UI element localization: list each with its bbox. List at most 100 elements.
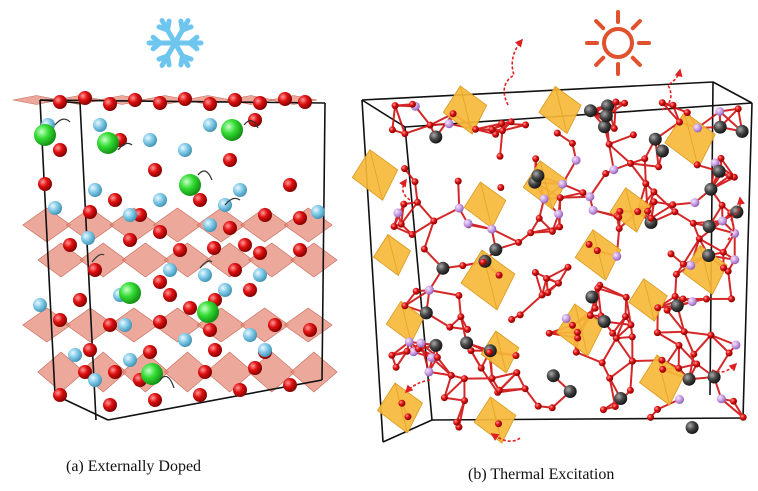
oxygen-atom (650, 198, 658, 206)
oxygen-atom (283, 178, 297, 192)
migration-arrow (199, 260, 213, 269)
cation-atom (178, 333, 192, 347)
lilac-atom (487, 224, 497, 234)
oxygen-atom (38, 177, 52, 191)
dark-atom (655, 144, 669, 158)
oxygen-atom (612, 98, 620, 106)
polyhedron-edge (479, 181, 493, 229)
oxygen-atom (293, 211, 307, 225)
oxygen-atom (414, 198, 421, 206)
oxygen-atom (693, 161, 701, 169)
dopant-atom (34, 124, 56, 146)
escape-arrow (503, 38, 524, 106)
oxygen-atom (426, 121, 434, 129)
lilac-atom (539, 194, 549, 204)
polyhedron (609, 187, 651, 233)
dark-atom (429, 338, 443, 352)
lilac-atom (730, 228, 740, 238)
oxygen-atom (675, 341, 683, 349)
escape-arrow (490, 433, 521, 442)
oxygen-atom (408, 231, 416, 238)
dark-atom (419, 306, 433, 320)
oxygen-atom (535, 214, 543, 222)
oxygen-atom (390, 223, 398, 230)
oxygen-atom (495, 386, 503, 394)
dark-atom (531, 169, 545, 183)
oxygen-atom (538, 291, 546, 299)
oxygen-atom (103, 398, 117, 412)
oxygen-atom (467, 347, 475, 355)
lilac-atom (716, 394, 726, 404)
dark-atom (713, 120, 727, 134)
oxygen-atom (522, 121, 530, 129)
oxygen-atom (198, 365, 212, 379)
oxygen-atom (516, 311, 524, 319)
migration-arrow (197, 170, 213, 181)
oxygen-atom (593, 247, 601, 255)
oxygen-atom (564, 263, 572, 271)
dark-atom (601, 99, 615, 113)
migration-arrow (159, 375, 175, 389)
doped-lattice-atoms (33, 91, 325, 412)
panel-a-externally-doped (12, 18, 338, 421)
oxygen-atom (173, 243, 187, 257)
oxygen-atom (671, 208, 679, 216)
oxygen-atom (453, 418, 461, 426)
cation-atom (93, 118, 107, 132)
oxygen-atom (178, 92, 192, 106)
oxygen-atom (555, 279, 562, 287)
cation-atom (258, 343, 272, 357)
oxygen-atom (594, 284, 602, 292)
oxygen-atom (532, 155, 540, 163)
lilac-atom (404, 337, 414, 347)
dark-atom (429, 130, 443, 144)
oxygen-atom (612, 334, 620, 342)
oxygen-atom (464, 325, 471, 333)
oxygen-atom (193, 193, 207, 207)
oxygen-atom (725, 349, 733, 357)
polyhedron-edge (592, 229, 607, 281)
oxygen-atom (203, 323, 217, 337)
oxygen-atom (461, 397, 468, 405)
oxygen-atom (472, 125, 480, 133)
oxygen-atom (392, 363, 400, 371)
oxygen-atom (495, 271, 503, 279)
dark-atom (682, 372, 696, 386)
dopant-atom (179, 174, 201, 196)
lilac-atom (675, 394, 684, 404)
oxygen-atom (108, 193, 122, 207)
cation-atom (218, 283, 232, 297)
oxygen-atom (544, 289, 552, 297)
oxygen-atom (143, 345, 157, 359)
cation-atom (203, 218, 217, 232)
oxygen-atom (622, 313, 629, 320)
oxygen-atom (626, 386, 634, 394)
oxygen-atom (53, 95, 67, 109)
oxygen-atom (223, 153, 237, 167)
oxygen-atom (233, 383, 247, 397)
oxygen-atom (485, 348, 493, 356)
lilac-atom (609, 165, 619, 175)
oxygen-atom (401, 165, 409, 173)
cation-atom (48, 201, 62, 215)
oxygen-atom (671, 292, 679, 300)
migration-arrow (91, 253, 105, 263)
dopant-atom (119, 282, 141, 304)
lilac-atom (558, 179, 567, 189)
oxygen-atom (78, 365, 92, 379)
dopant-atom (197, 301, 219, 323)
polyhedron (463, 181, 507, 229)
oxygen-atom (585, 240, 593, 248)
oxygen-atom (203, 97, 217, 111)
polyhedron (628, 278, 668, 322)
polyhedron-edge (554, 86, 568, 134)
oxygen-atom (621, 99, 629, 107)
oxygen-atom (574, 334, 582, 342)
cation-atom (88, 373, 102, 387)
oxygen-atom (446, 323, 454, 331)
oxygen-atom (730, 397, 737, 405)
cation-atom (123, 208, 137, 222)
caption-externally-doped: (a) Externally Doped (66, 458, 202, 475)
oxygen-atom (433, 353, 441, 361)
oxygen-atom (667, 250, 675, 258)
